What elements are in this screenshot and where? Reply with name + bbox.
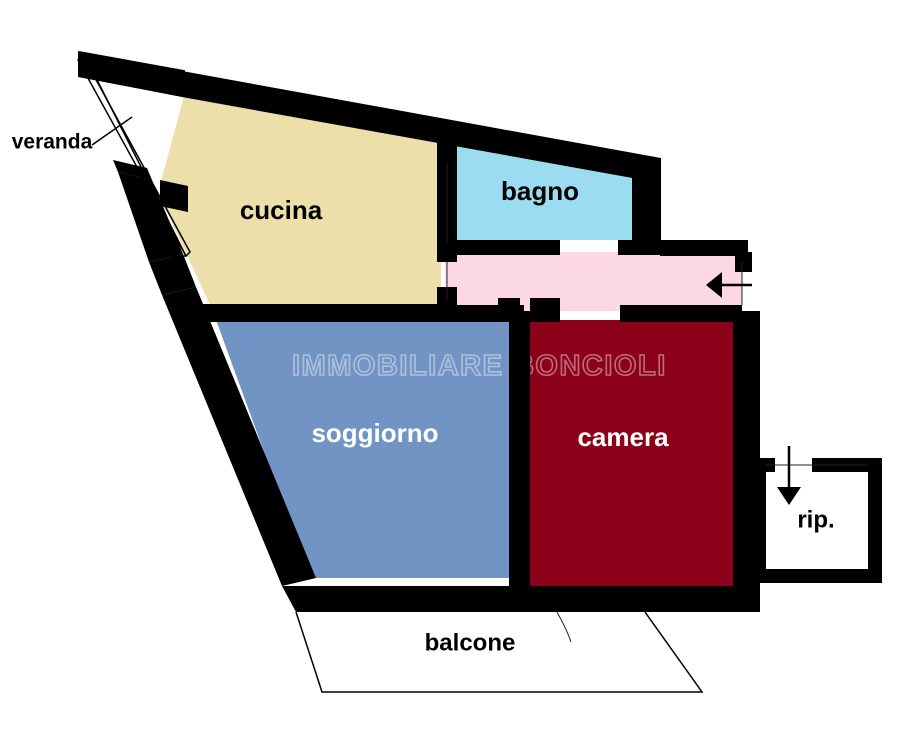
wall-bottom-right: [645, 586, 733, 612]
balcone-outline: [295, 611, 704, 693]
room-label-veranda: veranda: [12, 131, 93, 154]
wall-corridoio-top-right: [660, 240, 748, 256]
room-label-balcone: balcone: [425, 629, 516, 656]
door-swing-camera-bottom: [556, 611, 572, 643]
watermark-text: IMMOBILIARE BONCIOLI: [292, 350, 667, 382]
room-shape-camera[interactable]: [528, 320, 733, 588]
room-label-rip: rip.: [797, 506, 834, 533]
room-fills: [160, 96, 742, 588]
wall-rip-bottom: [752, 569, 882, 583]
wall-bottom-mid: [517, 586, 556, 612]
door-swings: [446, 163, 868, 643]
wall-corridoio-bottom-door-jamb: [530, 298, 560, 322]
room-label-cucina: cucina: [240, 195, 323, 225]
wall-bagno-corridoio-left: [445, 240, 560, 255]
wall-left-window-gap-a: [149, 254, 196, 295]
wall-corridoio-right-stub: [735, 252, 752, 272]
wall-soggiorno-camera: [509, 311, 530, 592]
wall-bottom-opening-gap-2: [556, 586, 645, 612]
watermark: IMMOBILIARE BONCIOLI: [291, 349, 667, 383]
wall-top-segment-a: [78, 51, 182, 97]
room-shape-corridoio[interactable]: [445, 252, 742, 311]
veranda-roof-edge: [79, 51, 186, 72]
wall-rip-right: [868, 458, 882, 583]
wall-topright-return: [632, 153, 661, 243]
wall-corridoio-bottom-right: [620, 305, 742, 322]
wall-veranda-junction: [113, 160, 152, 180]
room-labels: veranda cucina bagno soggiorno camera ri…: [12, 131, 835, 657]
wall-left-upper: [118, 172, 183, 262]
veranda-outline-inner: [85, 57, 187, 257]
wall-rip-left: [752, 458, 766, 583]
wall-top-segment-b: [182, 71, 655, 182]
wall-left-lower: [162, 287, 316, 586]
entrance-markers: [706, 272, 801, 505]
room-shape-cucina[interactable]: [160, 96, 441, 307]
room-shape-bagno[interactable]: [452, 144, 655, 240]
room-label-bagno: bagno: [501, 176, 579, 206]
wall-bottom-opening-gap-1: [425, 586, 517, 612]
walls: [78, 51, 882, 612]
entrance-arrow-rip: [777, 446, 801, 505]
veranda-tick-mark: [91, 116, 133, 146]
wall-bagno-corridoio-right: [618, 240, 672, 255]
wall-bottom-left: [282, 586, 425, 612]
wall-pilaster-soggiorno-ne: [498, 298, 520, 322]
room-label-camera: camera: [577, 422, 669, 452]
thin-outlines: [77, 51, 704, 693]
room-label-soggiorno: soggiorno: [311, 418, 438, 448]
wall-pilaster-cucina-nw: [160, 180, 188, 212]
room-shape-soggiorno[interactable]: [216, 320, 512, 578]
entrance-arrow-main: [706, 272, 752, 298]
wall-cucina-soggiorno: [196, 304, 452, 322]
